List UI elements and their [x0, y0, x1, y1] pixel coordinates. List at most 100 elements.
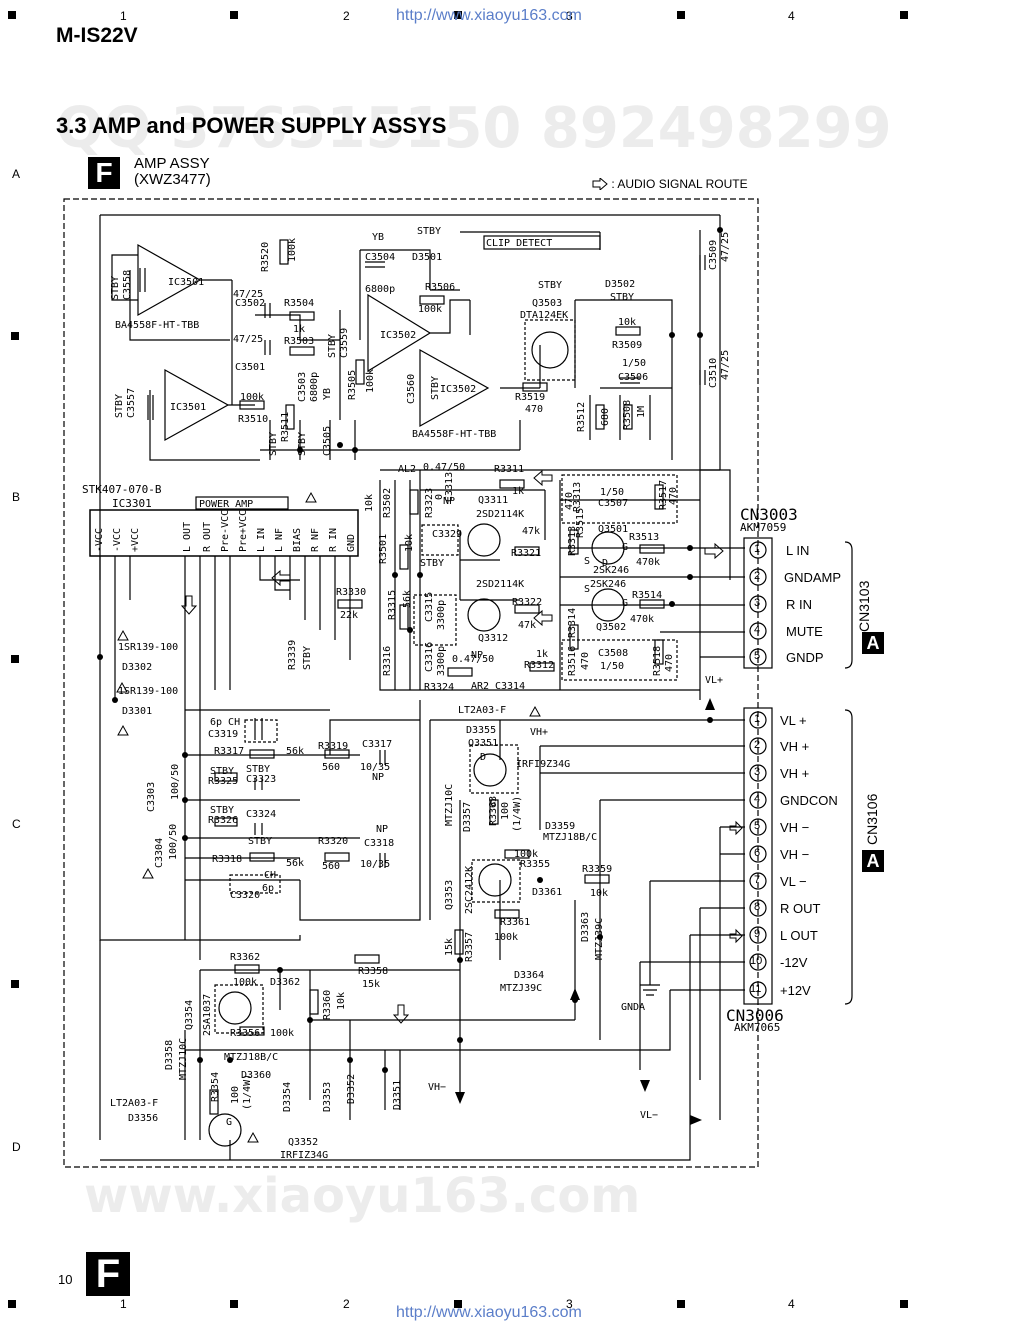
corner-mark [900, 1300, 908, 1308]
svg-text:STBY: STBY [114, 394, 125, 418]
svg-text:BA4558F-HT-TBB: BA4558F-HT-TBB [115, 320, 199, 331]
svg-text:R3362: R3362 [230, 952, 260, 963]
svg-text:R3514: R3514 [632, 590, 662, 601]
svg-text:100: 100 [230, 1086, 241, 1104]
svg-text:R3515: R3515 [575, 508, 586, 538]
svg-text:C3314: C3314 [495, 681, 525, 692]
pin-number: 5 [754, 820, 761, 832]
svg-text:IC3502: IC3502 [440, 384, 476, 395]
svg-text:470k: 470k [630, 614, 654, 625]
svg-text:47/25: 47/25 [233, 289, 263, 300]
svg-text:IC3501: IC3501 [168, 277, 204, 288]
assy-letter-box: F [88, 157, 120, 189]
svg-text:-VCC: -VCC [112, 528, 123, 552]
model-name: M-IS22V [56, 24, 138, 47]
svg-text:C3317: C3317 [362, 739, 392, 750]
row-mark [11, 332, 19, 340]
pin-number: 1 [754, 543, 761, 555]
svg-text:C3510: C3510 [708, 358, 719, 388]
svg-text:R3359: R3359 [582, 864, 612, 875]
svg-text:56k: 56k [286, 858, 304, 869]
svg-text:47k: 47k [522, 526, 540, 537]
svg-text:R3520: R3520 [260, 242, 271, 272]
svg-text:D3360: D3360 [241, 1070, 271, 1081]
svg-text:100k: 100k [418, 304, 442, 315]
pin-number: 5 [754, 650, 761, 662]
svg-text:100/50: 100/50 [168, 824, 179, 860]
pin-number: 6 [754, 847, 761, 859]
corner-mark [8, 11, 16, 19]
svg-text:NP: NP [376, 824, 388, 835]
svg-text:2SC2412K: 2SC2412K [464, 866, 475, 914]
svg-text:C3501: C3501 [235, 362, 265, 373]
pin-label: MUTE [786, 624, 823, 639]
svg-text:C3316: C3316 [424, 642, 435, 672]
svg-text:Pre-VCC: Pre-VCC [220, 510, 231, 552]
svg-text:STBY: STBY [110, 276, 121, 300]
svg-text:R3509: R3509 [612, 340, 642, 351]
svg-text:1k: 1k [536, 649, 548, 660]
svg-text:C3509: C3509 [708, 240, 719, 270]
svg-text:R3361: R3361 [500, 917, 530, 928]
svg-text:R3510: R3510 [238, 414, 268, 425]
svg-text:YB: YB [372, 232, 384, 243]
pin-number: 11 [750, 983, 762, 995]
svg-text:VH−: VH− [428, 1082, 446, 1093]
header-url[interactable]: http://www.xiaoyu163.com [396, 7, 582, 24]
svg-text:D3302: D3302 [122, 662, 152, 673]
svg-text:2SA1037: 2SA1037 [202, 994, 213, 1036]
column-number: 4 [788, 1297, 795, 1311]
svg-text:R3502: R3502 [382, 488, 393, 518]
svg-text:C3502: C3502 [235, 298, 265, 309]
svg-text:NP: NP [372, 772, 384, 783]
svg-text:10/35: 10/35 [360, 859, 390, 870]
section-title: 3.3 AMP and POWER SUPPLY ASSYS [56, 113, 447, 138]
svg-text:2SD2114K: 2SD2114K [476, 509, 524, 520]
svg-text:C3559: C3559 [339, 328, 350, 358]
svg-text:AL2: AL2 [398, 464, 416, 475]
column-number: 4 [788, 9, 795, 23]
svg-text:6p CH: 6p CH [210, 717, 240, 728]
svg-text:DTA124EK: DTA124EK [520, 310, 568, 321]
corner-mark [900, 11, 908, 19]
corner-mark [677, 11, 685, 19]
row-letter: B [12, 490, 21, 504]
pin-label: L OUT [780, 928, 818, 943]
svg-text:R3505: R3505 [347, 370, 358, 400]
column-number: 2 [343, 1297, 350, 1311]
svg-text:470: 470 [668, 487, 679, 505]
cn3103-tag: A [862, 632, 884, 654]
svg-text:1/50: 1/50 [622, 358, 646, 369]
svg-text:C3560: C3560 [406, 374, 417, 404]
svg-text:56k: 56k [286, 746, 304, 757]
svg-text:R3357: R3357 [464, 932, 475, 962]
svg-text:STBY: STBY [248, 836, 272, 847]
svg-text:47/25: 47/25 [720, 350, 731, 380]
pin-label: R IN [786, 597, 812, 612]
svg-text:D3502: D3502 [605, 279, 635, 290]
svg-text:STBY: STBY [430, 376, 441, 400]
svg-text:D3501: D3501 [412, 252, 442, 263]
svg-text:100k: 100k [233, 977, 257, 988]
page-number: 10 [58, 1272, 73, 1287]
svg-text:IC3502: IC3502 [380, 330, 416, 341]
svg-text:56k: 56k [402, 590, 413, 608]
svg-text:LT2A03-F: LT2A03-F [458, 705, 506, 716]
svg-text:C3320: C3320 [230, 890, 260, 901]
svg-text:MTZJ10C: MTZJ10C [178, 1038, 189, 1080]
svg-text:R3508: R3508 [622, 400, 633, 430]
svg-text:+VCC: +VCC [130, 528, 141, 552]
svg-text:47/25: 47/25 [720, 232, 731, 262]
footer-url[interactable]: http://www.xiaoyu163.com [396, 1304, 582, 1321]
svg-text:VH+: VH+ [530, 727, 548, 738]
svg-text:R OUT: R OUT [202, 522, 213, 552]
svg-text:C3506: C3506 [618, 372, 648, 383]
svg-text:D3363: D3363 [580, 912, 591, 942]
svg-text:LT2A03-F: LT2A03-F [110, 1098, 158, 1109]
svg-text:C3318: C3318 [364, 838, 394, 849]
svg-text:-VCC: -VCC [94, 528, 105, 552]
assy-name: AMP ASSY [134, 155, 210, 172]
pin-label: VL − [780, 874, 807, 889]
svg-text:D3351: D3351 [392, 1080, 403, 1110]
